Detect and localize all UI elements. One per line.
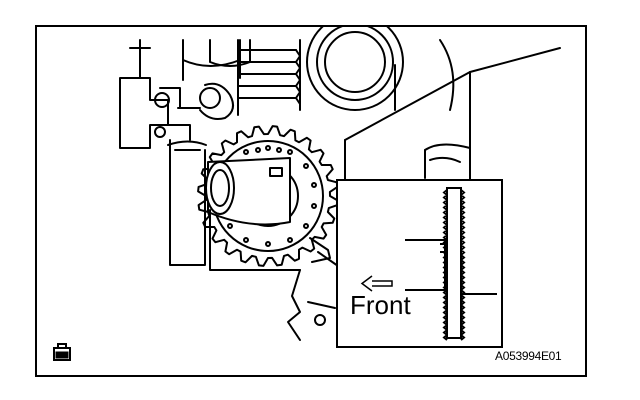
- tensioner-bracket: [119, 39, 235, 266]
- upper-shaft: [182, 39, 241, 81]
- lower-bracket: [209, 209, 336, 341]
- timing-belt: [237, 39, 301, 116]
- camshaft-hub: [205, 157, 291, 226]
- inset-detail: [336, 179, 503, 348]
- leader-line: [317, 251, 339, 267]
- tool-manual-icon: [53, 343, 71, 361]
- figure-code: A053994E01: [495, 349, 562, 363]
- front-label: Front: [350, 290, 411, 320]
- idler-pulley: [306, 27, 404, 111]
